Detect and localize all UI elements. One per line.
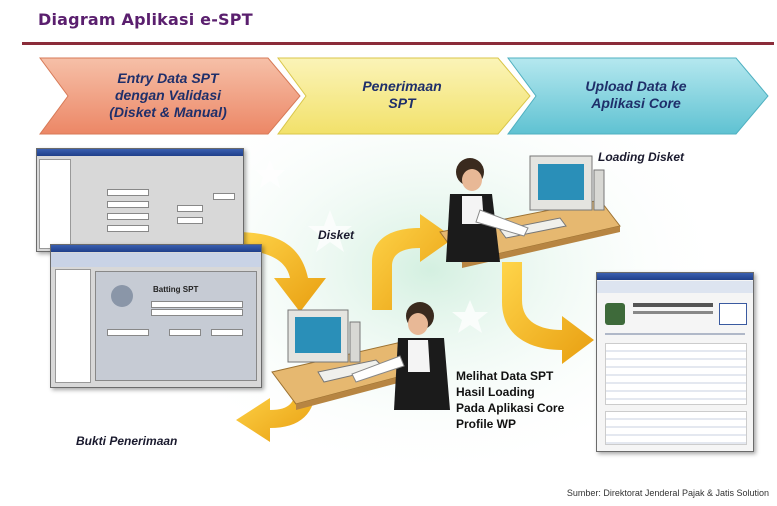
source-credit: Sumber: Direktorat Jenderal Pajak & Jati…: [566, 488, 769, 498]
step-2-chevron: [277, 57, 531, 135]
melihat-data-label: Melihat Data SPT Hasil Loading Pada Apli…: [456, 368, 606, 432]
profile-wp-screenshot: [596, 272, 754, 452]
background-stars: [255, 160, 488, 333]
emblem-icon: [605, 303, 625, 325]
arrow-up-to-loading: [372, 214, 454, 310]
melihat-line-2: Hasil Loading: [456, 385, 535, 399]
loading-disket-label: Loading Disket: [598, 150, 685, 164]
step-1-label: Entry Data SPT dengan Validasi (Disket &…: [68, 70, 268, 121]
step-2-line-2: SPT: [388, 95, 416, 111]
step-1-chevron: [39, 57, 301, 135]
step-3-chevron: [507, 57, 769, 135]
loading-workstation-illustration: [439, 155, 621, 268]
step-2-line-1: Penerimaan: [362, 78, 442, 94]
receipt-app-screenshot: Batting SPT: [50, 244, 262, 388]
arrow-to-profile: [502, 262, 594, 364]
step-3-line-2: Aplikasi Core: [591, 95, 681, 111]
step-3-label: Upload Data ke Aplikasi Core: [536, 78, 736, 112]
bukti-penerimaan-label: Bukti Penerimaan: [76, 434, 178, 448]
melihat-line-1: Melihat Data SPT: [456, 369, 554, 383]
step-1-line-3: (Disket & Manual): [109, 104, 227, 120]
melihat-line-3: Pada Aplikasi Core: [456, 401, 565, 415]
melihat-line-4: Profile WP: [456, 417, 517, 431]
disket-label: Disket: [318, 228, 355, 242]
step-3-line-1: Upload Data ke: [585, 78, 687, 94]
title-divider: [22, 42, 774, 45]
arrow-disket: [234, 232, 326, 312]
screen-window-title: Batting SPT: [153, 285, 199, 294]
viewing-workstation-illustration: [271, 302, 450, 410]
step-1-line-2: dengan Validasi: [114, 87, 222, 103]
entry-form-screenshot: [36, 148, 244, 252]
step-1-line-1: Entry Data SPT: [117, 70, 219, 86]
step-2-label: Penerimaan SPT: [306, 78, 498, 112]
page-title: Diagram Aplikasi e-SPT: [38, 10, 253, 29]
